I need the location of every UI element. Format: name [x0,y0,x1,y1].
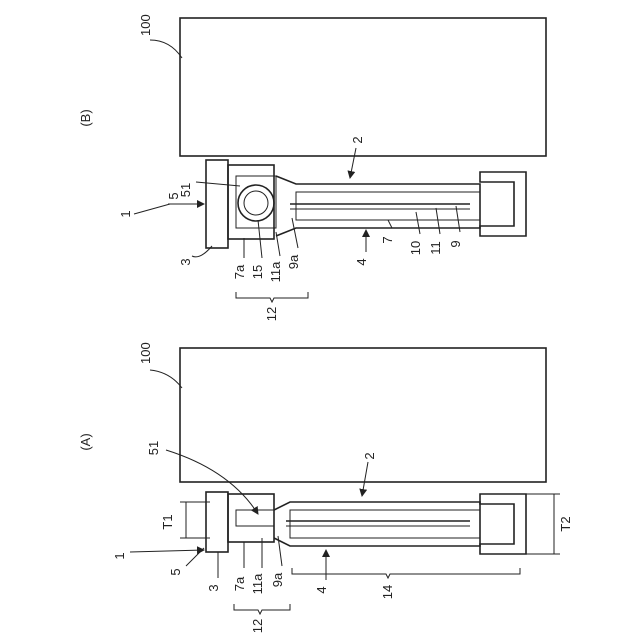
label-15-b: 15 [250,265,265,279]
leader-11-b [436,208,440,234]
leader-51-b [196,182,240,186]
label-4-a: 4 [314,586,329,593]
panel-b-label: (B) [78,109,93,126]
plate-3-a [206,492,228,552]
label-2-a: 2 [362,452,377,459]
end-cap-a [480,494,526,554]
heatsink-100-a [180,348,546,482]
label-100-a: 100 [138,342,153,364]
label-100-b: 100 [138,14,153,36]
label-12-a: 12 [250,619,265,633]
ball-15-core-b [244,191,268,215]
holder-a [228,494,274,542]
label-51-a: 51 [146,441,161,455]
heatsink-100-b [180,18,546,156]
label-5-b: 5 [166,192,181,199]
ball-15-b [238,185,274,221]
label-7a-b: 7a [232,264,247,279]
label-1-a: 1 [112,552,127,559]
label-3-b: 3 [178,258,193,265]
label-4-b: 4 [354,258,369,265]
leader-10-b [416,212,420,234]
holder-inner-b [236,176,276,228]
label-9a-a: 9a [270,572,285,587]
label-11a-a: 11a [250,573,265,594]
leader-7-b [388,220,392,228]
leader-100-b [150,40,182,58]
tube-body-b [276,176,480,236]
holder-inner-a [236,510,274,526]
brace-12-a [234,604,290,614]
label-11a-b: 11a [268,261,283,282]
label-7a-a: 7a [232,576,247,591]
panel-a: (A) 100 T1 T2 51 2 5 1 [78,342,573,633]
tube-body-a [274,502,480,546]
label-9-b: 9 [448,240,463,247]
arrow-1-b [134,204,170,214]
label-t2: T2 [558,516,573,531]
label-2-b: 2 [350,136,365,143]
label-7-b: 7 [380,236,395,243]
plate-3-b [206,160,228,248]
label-12-b: 12 [264,307,279,321]
label-1-b: 1 [118,210,133,217]
leader-100-a [150,370,182,388]
label-3-a: 3 [206,584,221,591]
label-5-a: 5 [168,568,183,575]
label-10-b: 10 [408,241,423,255]
label-14-a: 14 [380,585,395,599]
leader-9a-b [292,218,298,248]
end-cap-b [480,172,526,236]
brace-12-b [236,292,308,302]
arrow-1-a [130,550,204,552]
tube-wick-a [290,510,480,538]
arrow-2-a [362,462,368,496]
panel-a-label: (A) [78,433,93,450]
label-11-b: 11 [428,241,443,255]
arrow-2-b [350,148,356,178]
label-9a-b: 9a [286,254,301,269]
panel-b: (B) 100 51 5 1 3 7a 15 11a 9a [78,14,546,321]
tube-wick-b [296,192,480,220]
label-t1: T1 [160,514,175,529]
